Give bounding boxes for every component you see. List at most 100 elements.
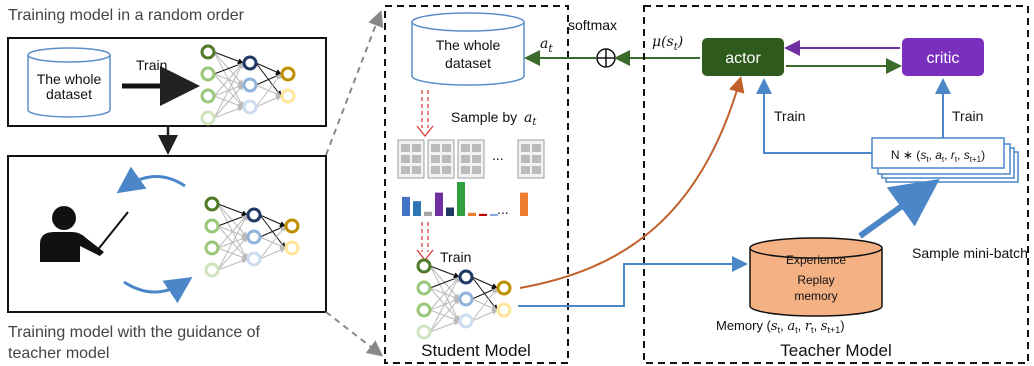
network-edge xyxy=(259,247,286,260)
student-to-actor-arrow xyxy=(519,76,745,289)
softmax-label: softmax xyxy=(568,17,617,33)
network-node xyxy=(200,110,216,126)
sample-images xyxy=(397,139,545,179)
histogram-bar xyxy=(424,211,432,216)
network-edge xyxy=(429,298,460,333)
sample-image-glyph xyxy=(532,144,541,152)
sample-image-glyph xyxy=(431,166,440,174)
left-dataset-label-2: dataset xyxy=(46,86,92,102)
network-edge xyxy=(255,62,282,75)
caption-random-order: Training model in a random order xyxy=(8,7,245,24)
network-node xyxy=(246,229,262,245)
sample-image-glyph xyxy=(472,166,481,174)
network-edge xyxy=(259,214,286,227)
network-node xyxy=(200,44,216,60)
sample-image-glyph xyxy=(521,166,530,174)
sample-image-glyph xyxy=(442,155,451,163)
images-ellipsis: ... xyxy=(492,147,504,163)
network-node xyxy=(204,218,220,234)
caption-guidance-2: teacher model xyxy=(8,345,109,362)
network-node xyxy=(458,313,474,329)
network-node xyxy=(204,240,220,256)
mu-st-label: μ(st) xyxy=(652,34,683,53)
sampling-histogram xyxy=(402,182,528,216)
sample-image-glyph xyxy=(431,155,440,163)
histogram-bar xyxy=(446,207,454,216)
network-edge xyxy=(213,62,244,119)
memory-cylinder: Experience Replay memory xyxy=(749,237,883,317)
zoom-line-bottom xyxy=(325,311,384,357)
oplus-symbol xyxy=(596,48,616,68)
zoom-line-top xyxy=(325,10,384,156)
network-edge xyxy=(259,225,286,260)
network-edge xyxy=(471,276,498,289)
sample-image-glyph xyxy=(472,144,481,152)
histogram-bar xyxy=(413,201,421,216)
student-dataset-label-2: dataset xyxy=(445,55,491,71)
at-label: at xyxy=(540,36,553,55)
histogram-bar xyxy=(402,196,410,216)
student-dataset-cylinder: The whole dataset xyxy=(411,12,525,86)
network-node xyxy=(280,66,296,82)
network-node xyxy=(416,280,432,296)
network-node xyxy=(242,77,258,93)
network-edge xyxy=(217,236,248,271)
sample-image-glyph xyxy=(532,166,541,174)
network-node xyxy=(416,258,432,274)
sample-minibatch-arrow xyxy=(858,179,940,239)
network-node xyxy=(416,324,432,340)
sample-image-glyph xyxy=(521,144,530,152)
batch-to-actor-arrow xyxy=(756,78,872,154)
actor-box xyxy=(702,38,784,76)
network-edge xyxy=(217,203,248,217)
sample-image-glyph xyxy=(442,144,451,152)
sample-image-glyph xyxy=(461,166,470,174)
network-edge xyxy=(217,257,248,271)
network-node xyxy=(204,262,220,278)
memory-caption: Memory (st, at, rt, st+1) xyxy=(716,318,845,335)
curved-arrow-top xyxy=(116,166,186,194)
memory-line-2: Replay xyxy=(797,273,834,287)
train-left-label: Train xyxy=(774,108,805,124)
histogram-bar xyxy=(468,212,476,216)
train-right-label: Train xyxy=(952,108,983,124)
sample-image-glyph xyxy=(412,155,421,163)
network-edge xyxy=(213,84,244,119)
sample-arrow xyxy=(416,90,434,137)
network-edge xyxy=(471,287,498,322)
histogram-bar xyxy=(479,213,487,216)
student-train-label: Train xyxy=(440,249,471,265)
network-edge xyxy=(213,51,244,65)
network-node xyxy=(204,196,220,212)
network-node xyxy=(284,240,300,256)
network-node xyxy=(284,218,300,234)
network-node xyxy=(242,99,258,115)
sample-image-glyph xyxy=(401,155,410,163)
student-network xyxy=(416,258,512,340)
teacher-panel xyxy=(643,5,1029,364)
network-edge xyxy=(255,73,282,108)
critic-label: critic xyxy=(927,50,960,67)
sample-image-glyph xyxy=(472,155,481,163)
network-node xyxy=(242,55,258,71)
network-node xyxy=(280,88,296,104)
student-model-title: Student Model xyxy=(421,341,531,360)
teacher-model-title: Teacher Model xyxy=(780,341,892,360)
left-network-top xyxy=(200,44,296,126)
network-node xyxy=(458,291,474,307)
left-dataset-label-1: The whole xyxy=(37,71,102,87)
sample-image-glyph xyxy=(532,155,541,163)
sample-image-glyph xyxy=(431,144,440,152)
left-network-bottom xyxy=(204,196,300,278)
sample-image-glyph xyxy=(401,166,410,174)
network-edge xyxy=(217,214,248,271)
sample-image-glyph xyxy=(401,144,410,152)
sample-by-label: Sample by xyxy=(451,109,517,125)
network-node xyxy=(246,207,262,223)
sample-image-glyph xyxy=(412,166,421,174)
network-node xyxy=(496,280,512,296)
critic-box xyxy=(902,38,984,76)
network-edge xyxy=(429,265,460,279)
histogram-bar xyxy=(457,182,465,216)
